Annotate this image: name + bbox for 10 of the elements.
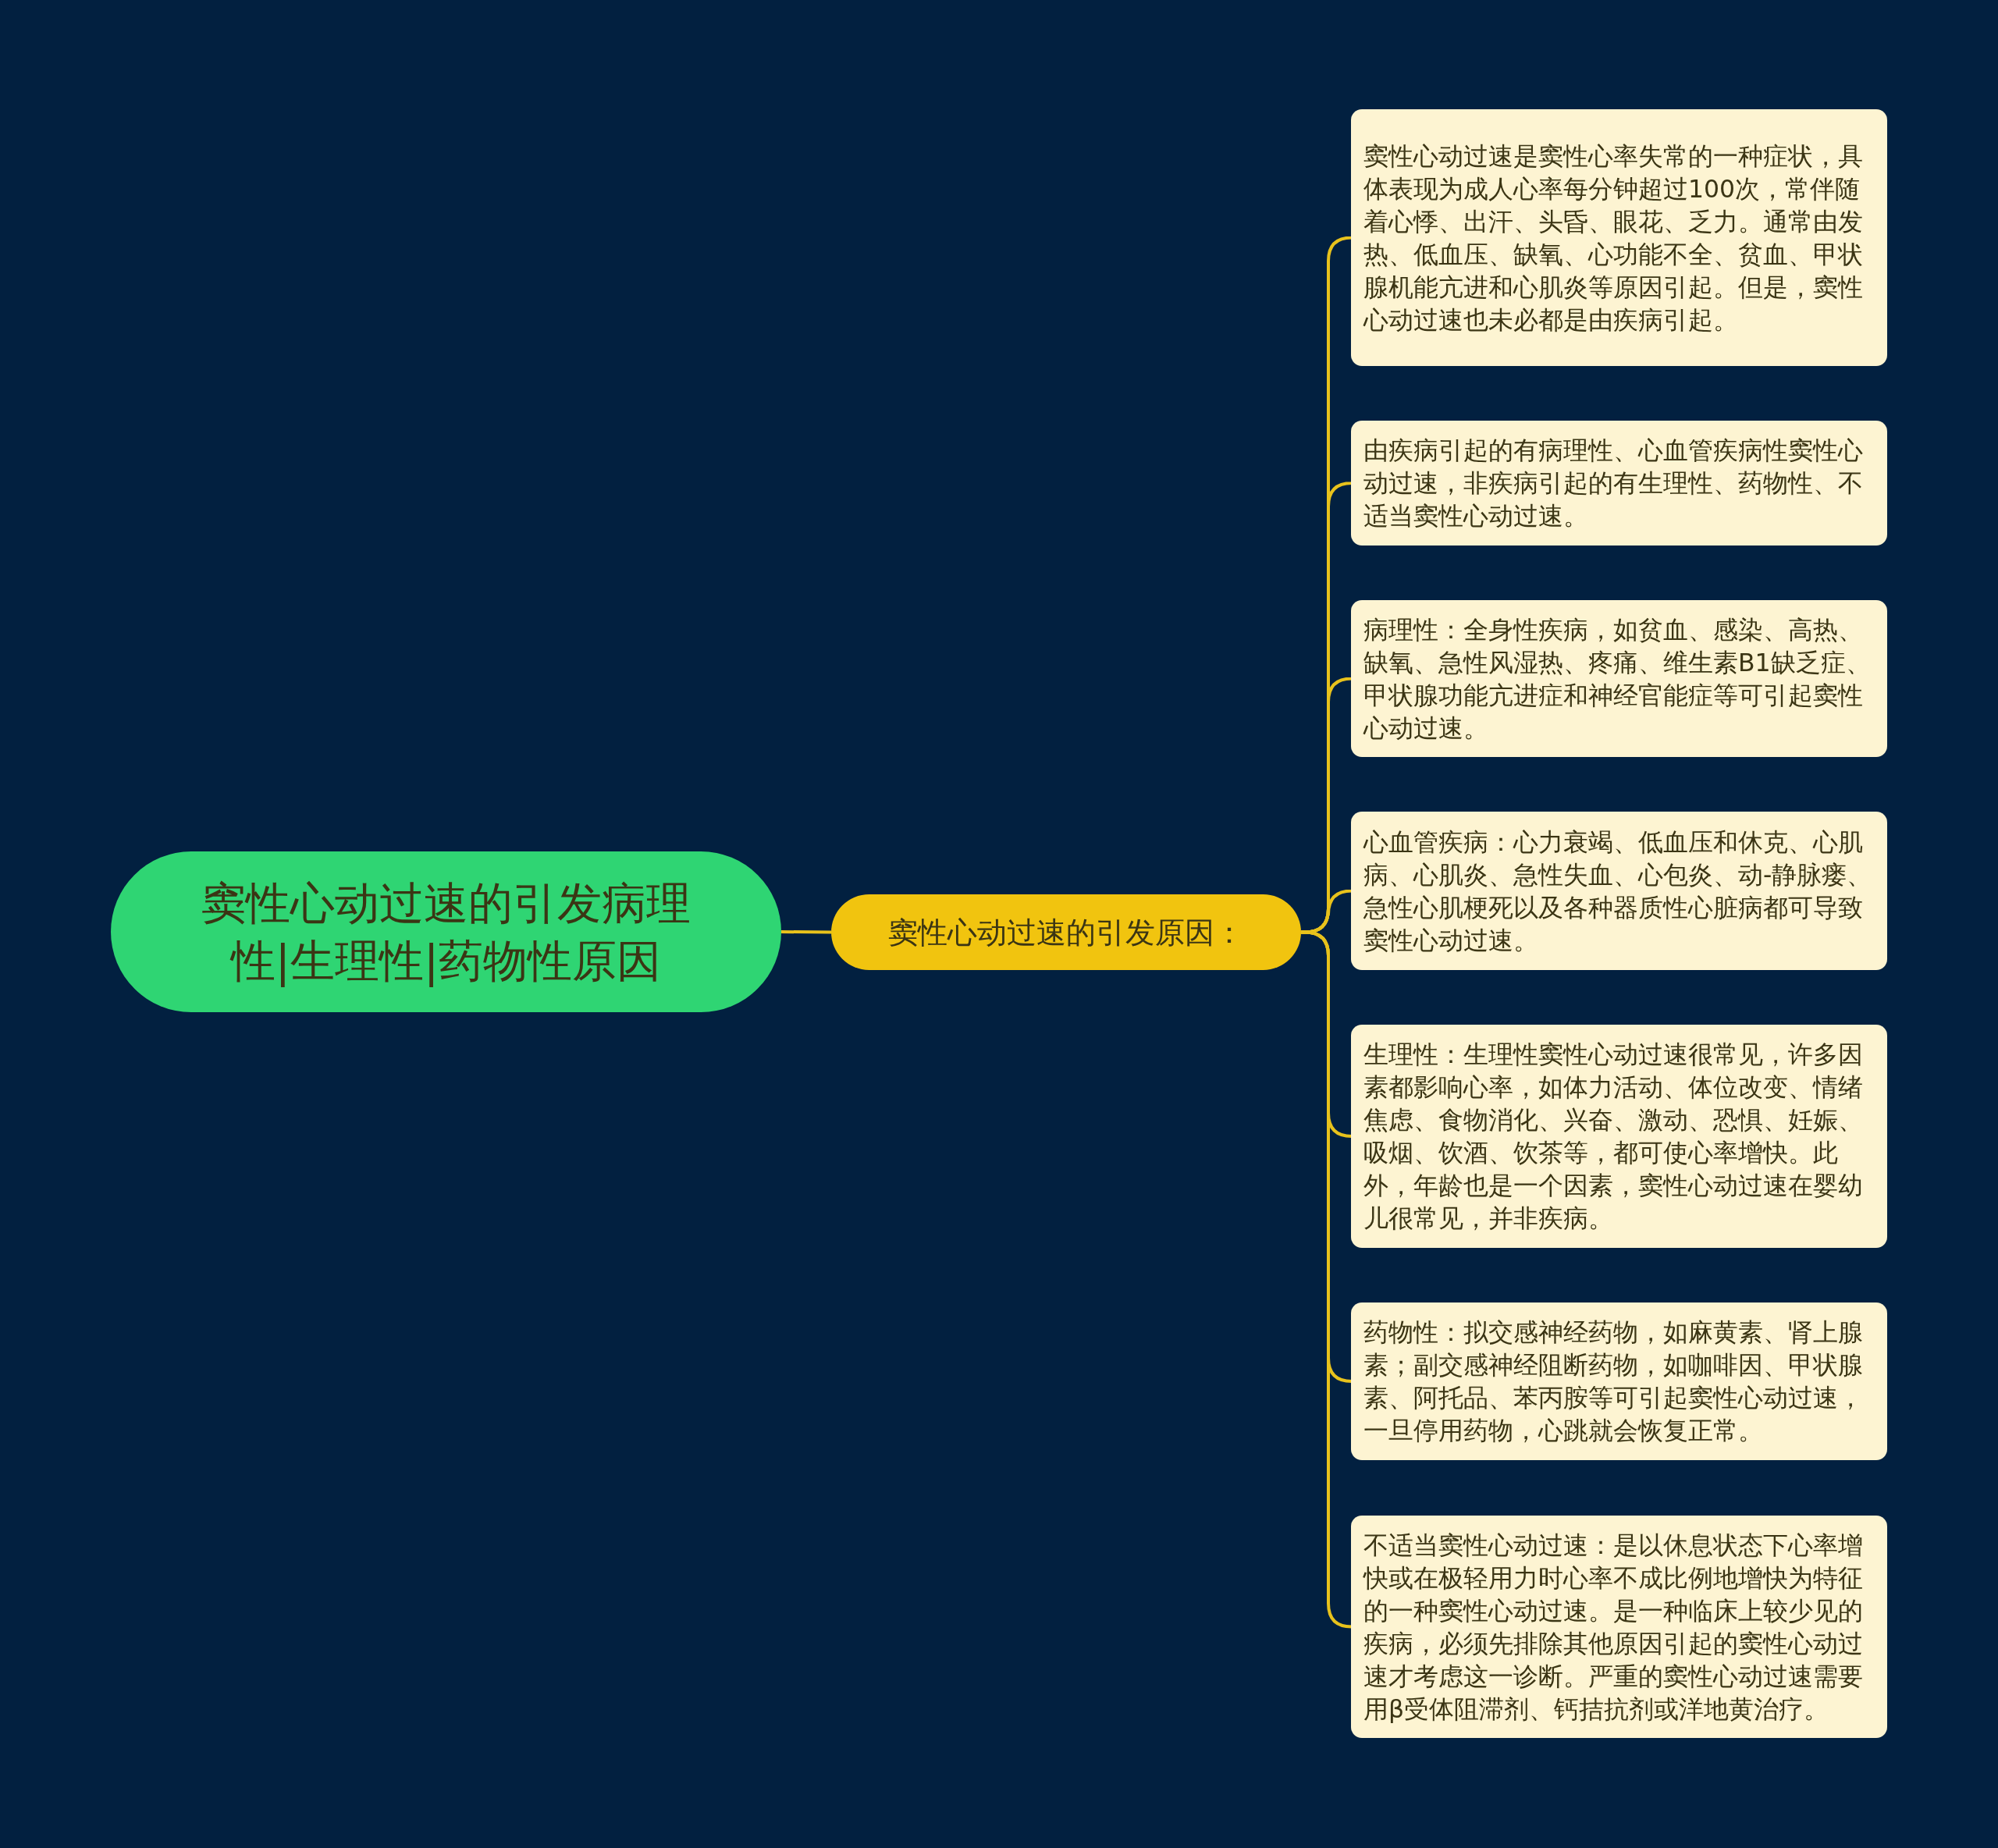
connector-line — [781, 930, 831, 934]
text-box: 不适当窦性心动过速：是以休息状态下心率增快或在极轻用力时心率不成比例地增快为特征的一种窦性心动过速。是一种临床上较少见的疾病，必须先排除其他原因引起的窦性心动过速才考虑这一诊断。严重的窦性心动过速需要用β受体阻滞剂、钙拮抗剂或洋地黄治疗。 — [1351, 1516, 1887, 1738]
text-box: 生理性：生理性窦性心动过速很常见，许多因素都影响心率，如体力活动、体位改变、情绪焦虑、食物消化、兴奋、激动、恐惧、妊娠、吸烟、饮酒、饮茶等，都可使心率增快。此外，年龄也是一个因素，窦性心动过速在婴幼儿很常见，并非疾病。 — [1351, 1025, 1887, 1248]
branch-box: 窦性心动过速的引发原因： — [831, 894, 1301, 970]
text-box: 心血管疾病：心力衰竭、低血压和休克、心肌病、心肌炎、急性失血、心包炎、动-静脉瘘、急性心肌梗死以及各种器质性心脏病都可导致窦性心动过速。 — [1351, 812, 1887, 970]
text-box: 病理性：全身性疾病，如贫血、感染、高热、缺氧、急性风湿热、疼痛、维生素B1缺乏症、甲状腺功能亢进症和神经官能症等可引起窦性心动过速。 — [1351, 600, 1887, 757]
text-box: 药物性：拟交感神经药物，如麻黄素、肾上腺素；副交感神经阻断药物，如咖啡因、甲状腺素、阿托品、苯丙胺等可引起窦性心动过速，一旦停用药物，心跳就会恢复正常。 — [1351, 1302, 1887, 1460]
text-box: 窦性心动过速是窦性心率失常的一种症状，具体表现为成人心率每分钟超过100次，常伴随着心悸、出汗、头昏、眼花、乏力。通常由发热、低血压、缺氧、心功能不全、贫血、甲状腺机能亢进和心肌炎等原因引起。但是，窦性心动过速也未必都是由疾病引起。 — [1351, 109, 1887, 366]
topic-box: 窦性心动过速的引发病理性|生理性|药物性原因 — [111, 851, 781, 1012]
text-box: 由疾病引起的有病理性、心血管疾病性窦性心动过速，非疾病引起的有生理性、药物性、不适当窦性心动过速。 — [1351, 421, 1887, 546]
